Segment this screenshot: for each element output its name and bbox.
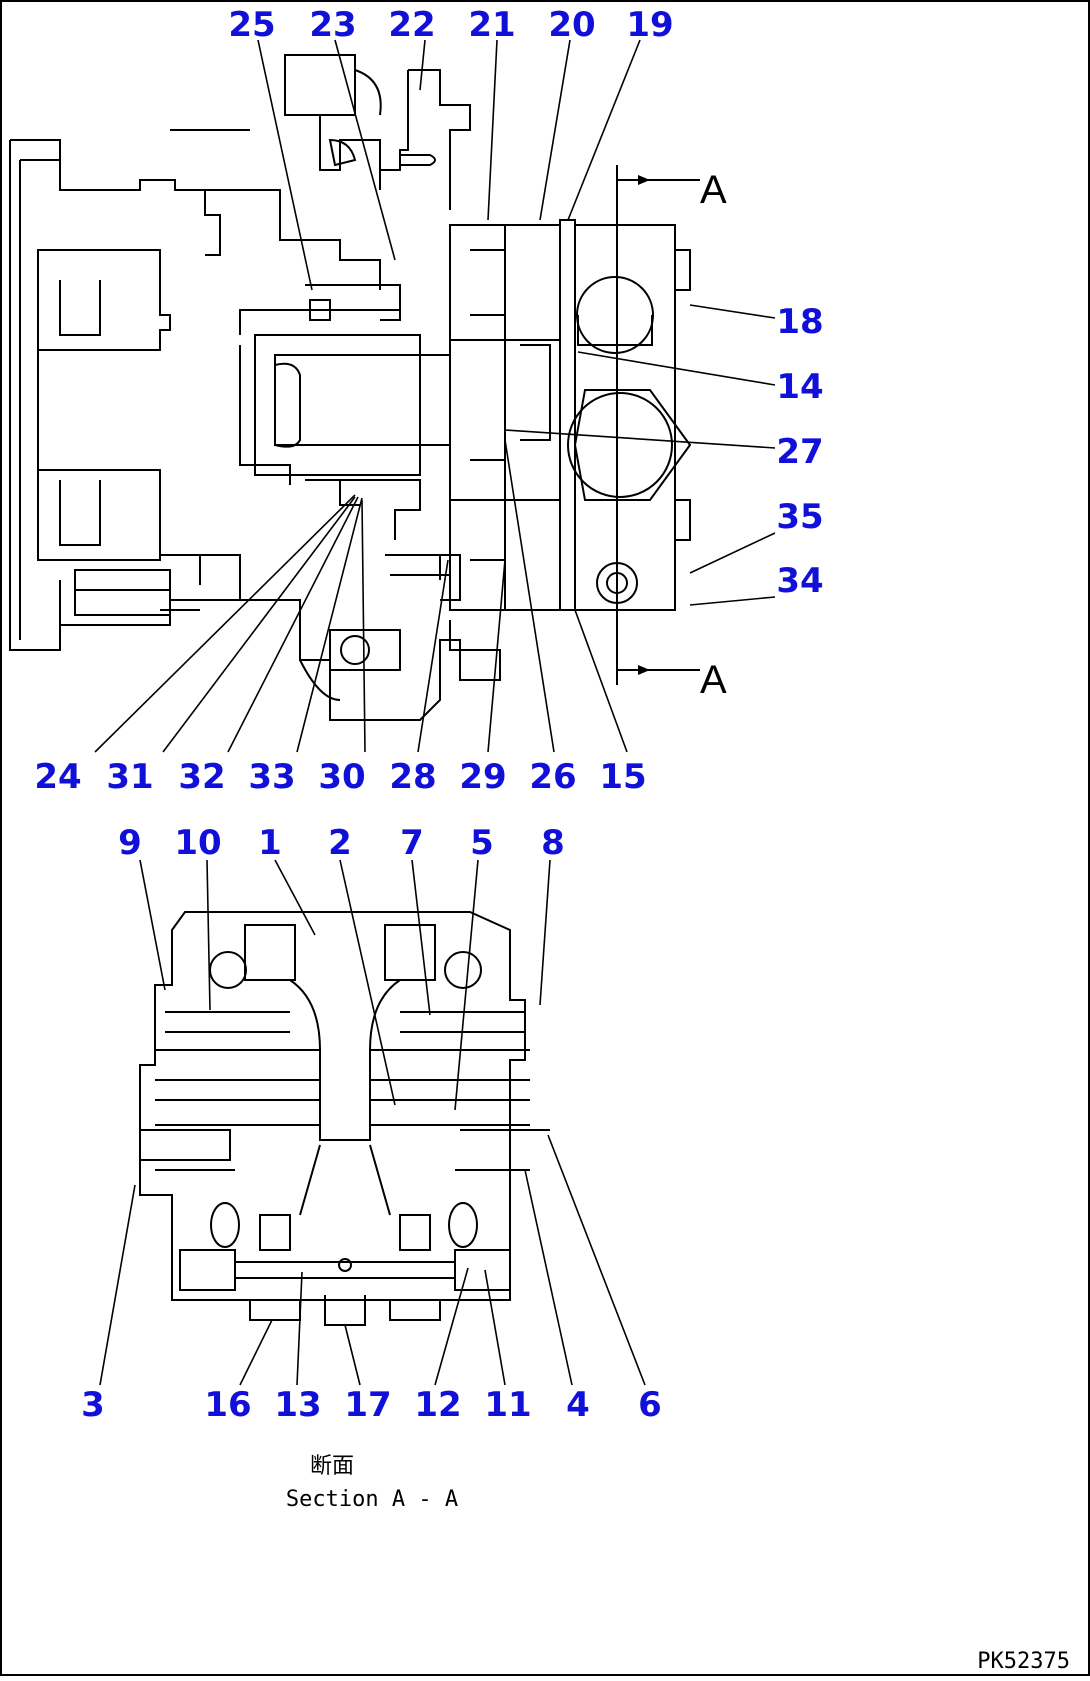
section-leaders <box>99 859 646 1386</box>
section-caption-jp: 断面 <box>310 1454 354 1479</box>
callout-label: 5 <box>470 823 494 863</box>
callout-label: 34 <box>776 561 823 601</box>
assembly-view: A A <box>9 54 727 721</box>
callout-label: 19 <box>626 5 673 45</box>
callout-label: 26 <box>529 757 576 797</box>
callout-label: 11 <box>484 1385 531 1425</box>
callout-label: 3 <box>81 1385 105 1425</box>
assembly-leaders <box>94 39 776 753</box>
callout-label: 35 <box>776 497 823 537</box>
callout-label: 7 <box>400 823 424 863</box>
section-marker-bottom: A <box>700 658 727 702</box>
callout-label: 20 <box>548 5 595 45</box>
callout-label: 2 <box>328 823 352 863</box>
section-view <box>139 911 550 1326</box>
callout-label: 32 <box>178 757 225 797</box>
callout-label: 33 <box>248 757 295 797</box>
callout-label: 8 <box>541 823 565 863</box>
callouts-section-upper: 9 10 1 2 7 5 8 <box>118 823 565 863</box>
callout-label: 14 <box>776 367 823 407</box>
callouts-top-bottom: 24 31 32 33 30 28 29 26 15 <box>34 757 646 797</box>
callout-label: 28 <box>389 757 436 797</box>
callout-label: 16 <box>204 1385 251 1425</box>
callout-label: 21 <box>468 5 515 45</box>
callout-label: 23 <box>309 5 356 45</box>
callout-label: 25 <box>228 5 275 45</box>
callouts-section-bottom: 3 16 13 17 12 11 4 6 <box>81 1385 662 1425</box>
section-caption-en: Section A - A <box>286 1487 458 1512</box>
callout-label: 30 <box>318 757 365 797</box>
callouts-top-upper: 25 23 22 21 20 19 <box>228 5 673 45</box>
callout-label: 15 <box>599 757 646 797</box>
callout-label: 6 <box>638 1385 662 1425</box>
callout-label: 18 <box>776 302 823 342</box>
callout-label: 4 <box>566 1385 590 1425</box>
section-marker-top: A <box>700 168 727 212</box>
callout-label: 31 <box>106 757 153 797</box>
callout-label: 10 <box>174 823 221 863</box>
callout-label: 17 <box>344 1385 391 1425</box>
callout-label: 29 <box>459 757 506 797</box>
callout-label: 22 <box>388 5 435 45</box>
callout-label: 9 <box>118 823 142 863</box>
callouts-top-right: 18 14 27 35 34 <box>776 302 823 601</box>
callout-label: 27 <box>776 432 823 472</box>
callout-label: 1 <box>258 823 282 863</box>
drawing-code: PK52375 <box>977 1649 1070 1674</box>
callout-label: 24 <box>34 757 81 797</box>
callout-label: 13 <box>274 1385 321 1425</box>
callout-label: 12 <box>414 1385 461 1425</box>
